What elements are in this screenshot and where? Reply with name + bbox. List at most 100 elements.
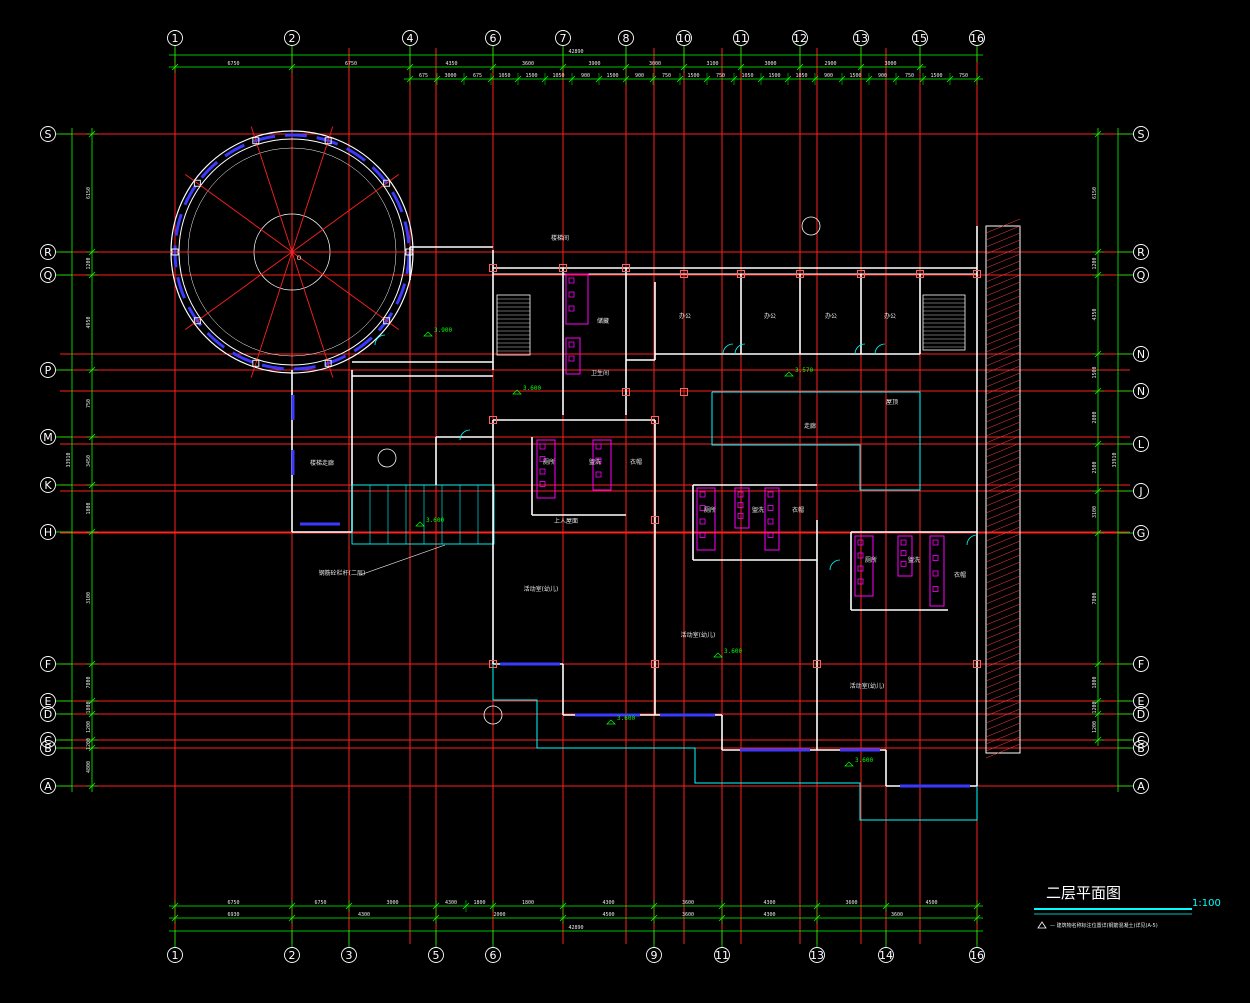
fixture-t2-wash-toilet [737, 502, 744, 509]
fixture-t1-booth [536, 439, 556, 499]
left-dim-label: 3450 [86, 455, 92, 467]
structural-column [622, 388, 630, 396]
axis-bubble-right-circle [1133, 383, 1149, 399]
top-dim-row1-label: 3000 [884, 61, 896, 67]
room-label-cloak-2: 衣帽 [954, 571, 966, 579]
axis-bubble-left-circle [40, 429, 56, 445]
level-value: 3.900 [434, 327, 452, 334]
hatch-line [985, 589, 1021, 605]
hatch-line [985, 309, 1021, 325]
fixture-north-2-booth [565, 337, 581, 375]
terrace-outline [492, 664, 978, 821]
structural-column [489, 416, 497, 424]
hatch-line [985, 617, 1021, 633]
structural-column [680, 270, 688, 278]
top-dim-row2-label: 675 [419, 73, 428, 79]
hatch-line [985, 239, 1021, 255]
hatch-line [985, 302, 1021, 318]
bottom-dim-row2-label: 4300 [358, 912, 370, 918]
left-dim-label: 750 [86, 399, 92, 408]
top-dim-row2-label: 1050 [795, 73, 807, 79]
level-value: 3.570 [795, 367, 813, 374]
hatch-line [985, 554, 1021, 570]
axis-bubble-right-circle [1133, 740, 1149, 756]
fixture-t3-wash-toilet [900, 539, 907, 546]
axis-bubble-bottom: 3 [346, 949, 353, 962]
hatch-line [985, 386, 1021, 402]
fixture-t2-b-toilet [767, 505, 774, 511]
hatch-line [985, 218, 1021, 234]
axis-bubble-right: L [1138, 438, 1145, 451]
axis-bubble-left: D [44, 708, 52, 721]
axis-bubble-right-circle [1133, 346, 1149, 362]
rotunda-radial-axis [184, 251, 293, 330]
fixture-t2-b-toilet [767, 532, 774, 538]
bottom-dim-row1-label: 3600 [845, 900, 857, 906]
rotunda-column [193, 179, 201, 187]
hatch-line [985, 652, 1021, 668]
axis-bubble-left-circle [40, 656, 56, 672]
fixture-t2-b-toilet [767, 518, 774, 525]
room-label-toilet-1: 卫生间 [591, 369, 609, 377]
hatch-line [985, 561, 1021, 577]
room-label-roof-label: 屋顶 [886, 399, 898, 406]
axis-bubble-left-circle [40, 477, 56, 493]
bottom-dim-row2-label: 3600 [891, 912, 903, 918]
rotunda-radial-axis [291, 126, 334, 253]
hatch-line [985, 547, 1021, 563]
fixture-t1-toilet [539, 443, 546, 450]
structural-column [737, 270, 745, 278]
top-dim-row2-label: 750 [716, 73, 725, 79]
axis-bubble-bottom-circle [809, 947, 825, 963]
top-dim-row2-label: 1500 [687, 73, 699, 79]
top-total-label: 42890 [568, 49, 583, 55]
axis-bubble-top: 2 [289, 32, 296, 45]
room-label-office-4: 办公 [884, 312, 896, 320]
axis-bubble-left-circle [40, 778, 56, 794]
room-label-upper-roof: 上人屋面 [554, 517, 578, 525]
rotunda-column [383, 179, 391, 187]
axis-bubble-top-circle [912, 30, 928, 46]
right-total-label: 33910 [1112, 452, 1118, 467]
hatch-line [985, 729, 1021, 745]
top-dim-row1-label: 3600 [522, 61, 534, 67]
axis-bubble-right-circle [1133, 244, 1149, 260]
stair-block [922, 294, 966, 351]
axis-bubble-left-circle [40, 362, 56, 378]
left-dim-label: 6150 [86, 187, 92, 199]
right-dim-label: 7800 [1092, 592, 1098, 604]
fixture-t3-toilet [857, 565, 864, 572]
hatch-line [985, 274, 1021, 290]
axis-bubble-top-circle [555, 30, 571, 46]
room-label-toilet-2: 厕所 [543, 458, 555, 466]
fixture-t3-b-toilet [932, 555, 939, 561]
hatch-line [985, 722, 1021, 738]
axis-bubble-bottom-circle [714, 947, 730, 963]
axis-bubble-bottom-circle [485, 947, 501, 963]
rotunda-column [171, 248, 179, 256]
hatch-line [985, 246, 1021, 262]
top-dim-row2-label: 675 [473, 73, 482, 79]
bottom-dim-row1-label: 4300 [763, 900, 775, 906]
axis-bubble-right-circle [1133, 483, 1149, 499]
right-dim-label: 1200 [1092, 701, 1098, 713]
bottom-dim-row1-label: 6750 [314, 900, 326, 906]
bottom-dim-row2-label: 2000 [493, 912, 505, 918]
top-dim-row2-label: 1050 [741, 73, 753, 79]
hatch-line [985, 421, 1021, 437]
level-value: 3.600 [724, 648, 742, 655]
top-dim-row2-label: 750 [662, 73, 671, 79]
structural-column [622, 264, 630, 272]
top-dim-row2-label: 3000 [444, 73, 456, 79]
fixture-north-2-toilet [568, 341, 575, 348]
structural-column [489, 264, 497, 272]
structural-column [559, 264, 567, 272]
room-label-corridor: 走廊 [804, 422, 816, 430]
axis-grid-lines [60, 48, 1130, 944]
axis-bubble-top: 7 [560, 32, 567, 45]
hatch-line [985, 365, 1021, 381]
hatch-line [985, 435, 1021, 451]
hatch-line [985, 316, 1021, 332]
hatch-line [985, 449, 1021, 465]
